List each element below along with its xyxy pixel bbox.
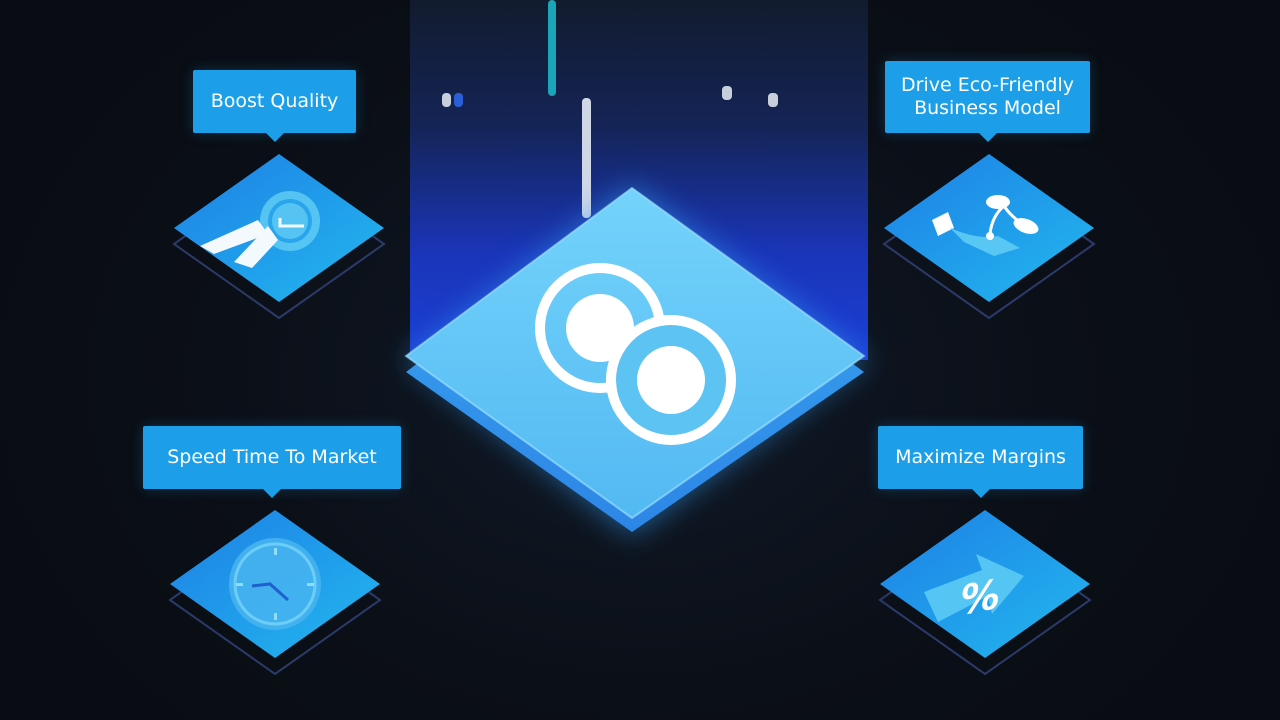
label-eco-friendly: Drive Eco-Friendly Business Model xyxy=(885,61,1090,142)
beam-particle xyxy=(768,93,778,107)
beam-streak xyxy=(548,0,556,96)
clock-icon xyxy=(229,538,321,630)
label-text: Maximize Margins xyxy=(895,446,1066,468)
percent-symbol: % xyxy=(956,570,1004,626)
label-text: Drive Eco-Friendly Business Model xyxy=(901,74,1074,119)
label-maximize-margins: Maximize Margins xyxy=(878,426,1083,498)
percent-arrow-icon xyxy=(924,554,1024,622)
label-text: Boost Quality xyxy=(210,90,339,112)
beam-particle xyxy=(442,93,451,107)
beam-particle xyxy=(722,86,732,100)
beam-streak xyxy=(582,98,591,218)
tile-eco-friendly xyxy=(882,154,1096,320)
infinity-rings-icon xyxy=(535,263,736,445)
label-speed-time: Speed Time To Market xyxy=(143,426,401,498)
label-boost-quality: Boost Quality xyxy=(193,70,356,142)
hand-sprout-icon xyxy=(932,195,1039,256)
label-text: Speed Time To Market xyxy=(167,446,377,468)
beam-particle xyxy=(454,93,463,107)
award-ribbon-icon xyxy=(200,191,320,268)
